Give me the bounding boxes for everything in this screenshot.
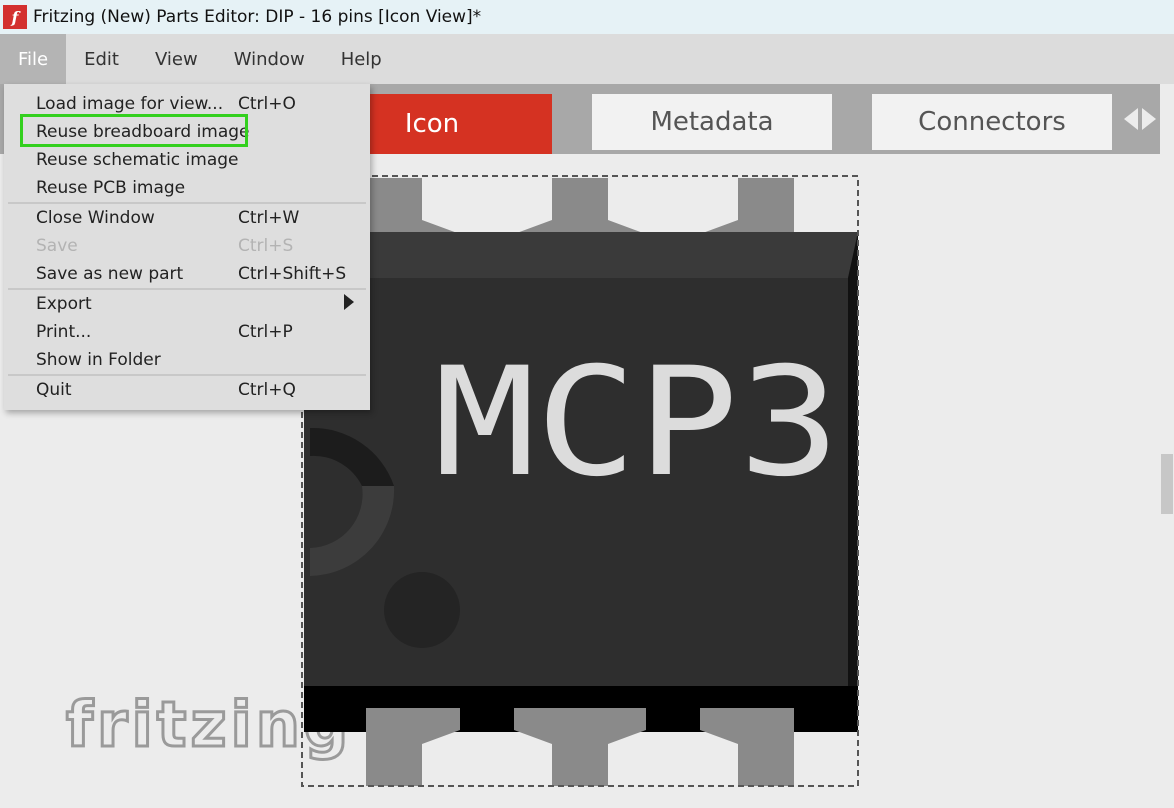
dip-chip-icon[interactable]: MCP3 xyxy=(300,174,860,790)
bottom-pins xyxy=(366,708,794,786)
menu-item-show-in-folder[interactable]: Show in Folder xyxy=(36,350,161,370)
menu-item-reuse-pcb[interactable]: Reuse PCB image xyxy=(36,178,186,198)
menu-separator xyxy=(8,288,366,290)
pin1-dot xyxy=(384,572,460,648)
scrollbar-thumb[interactable] xyxy=(1161,454,1173,514)
menu-item-close-window[interactable]: Close Window Ctrl+W xyxy=(36,208,300,228)
tab-metadata[interactable]: Metadata xyxy=(592,94,832,150)
view-tab-bar: Icon Metadata Connectors xyxy=(0,84,1160,154)
menu-item-export[interactable]: Export xyxy=(36,294,92,314)
menu-item-save-as-new-part[interactable]: Save as new part Ctrl+Shift+S xyxy=(36,264,347,284)
menu-edit[interactable]: Edit xyxy=(84,48,119,70)
chip-label: MCP3 xyxy=(434,336,840,510)
menu-help[interactable]: Help xyxy=(340,48,382,70)
tab-scroll-arrows xyxy=(1120,84,1160,154)
tab-scroll-left-icon[interactable] xyxy=(1124,108,1138,130)
tab-connectors[interactable]: Connectors xyxy=(872,94,1112,150)
vertical-scrollbar[interactable] xyxy=(1160,84,1174,808)
highlight-box xyxy=(20,114,248,147)
submenu-arrow-icon xyxy=(344,294,354,310)
menu-view[interactable]: View xyxy=(154,48,198,70)
chip-body xyxy=(304,232,858,732)
menu-item-reuse-schematic[interactable]: Reuse schematic image xyxy=(36,150,239,170)
menu-bar: File Edit View Window Help xyxy=(0,34,1174,84)
menu-file[interactable]: File xyxy=(0,34,67,84)
menu-item-print[interactable]: Print... Ctrl+P xyxy=(36,322,293,342)
title-bar: f Fritzing (New) Parts Editor: DIP - 16 … xyxy=(0,0,1174,34)
menu-item-save: Save Ctrl+S xyxy=(36,236,294,256)
menu-separator xyxy=(8,202,366,204)
menu-window[interactable]: Window xyxy=(233,48,305,70)
menu-item-quit[interactable]: Quit Ctrl+Q xyxy=(36,380,296,400)
file-menu-dropdown: Load image for view... Ctrl+O Reuse brea… xyxy=(4,84,370,410)
menu-item-reuse-breadboard[interactable]: Reuse breadboard image xyxy=(36,122,250,142)
menu-separator xyxy=(8,374,366,376)
selection-outline xyxy=(301,175,859,787)
window-title: Fritzing (New) Parts Editor: DIP - 16 pi… xyxy=(33,7,482,27)
tab-scroll-right-icon[interactable] xyxy=(1142,108,1156,130)
menu-item-load-image[interactable]: Load image for view... Ctrl+O xyxy=(36,94,296,114)
fritzing-app-icon: f xyxy=(3,5,27,29)
